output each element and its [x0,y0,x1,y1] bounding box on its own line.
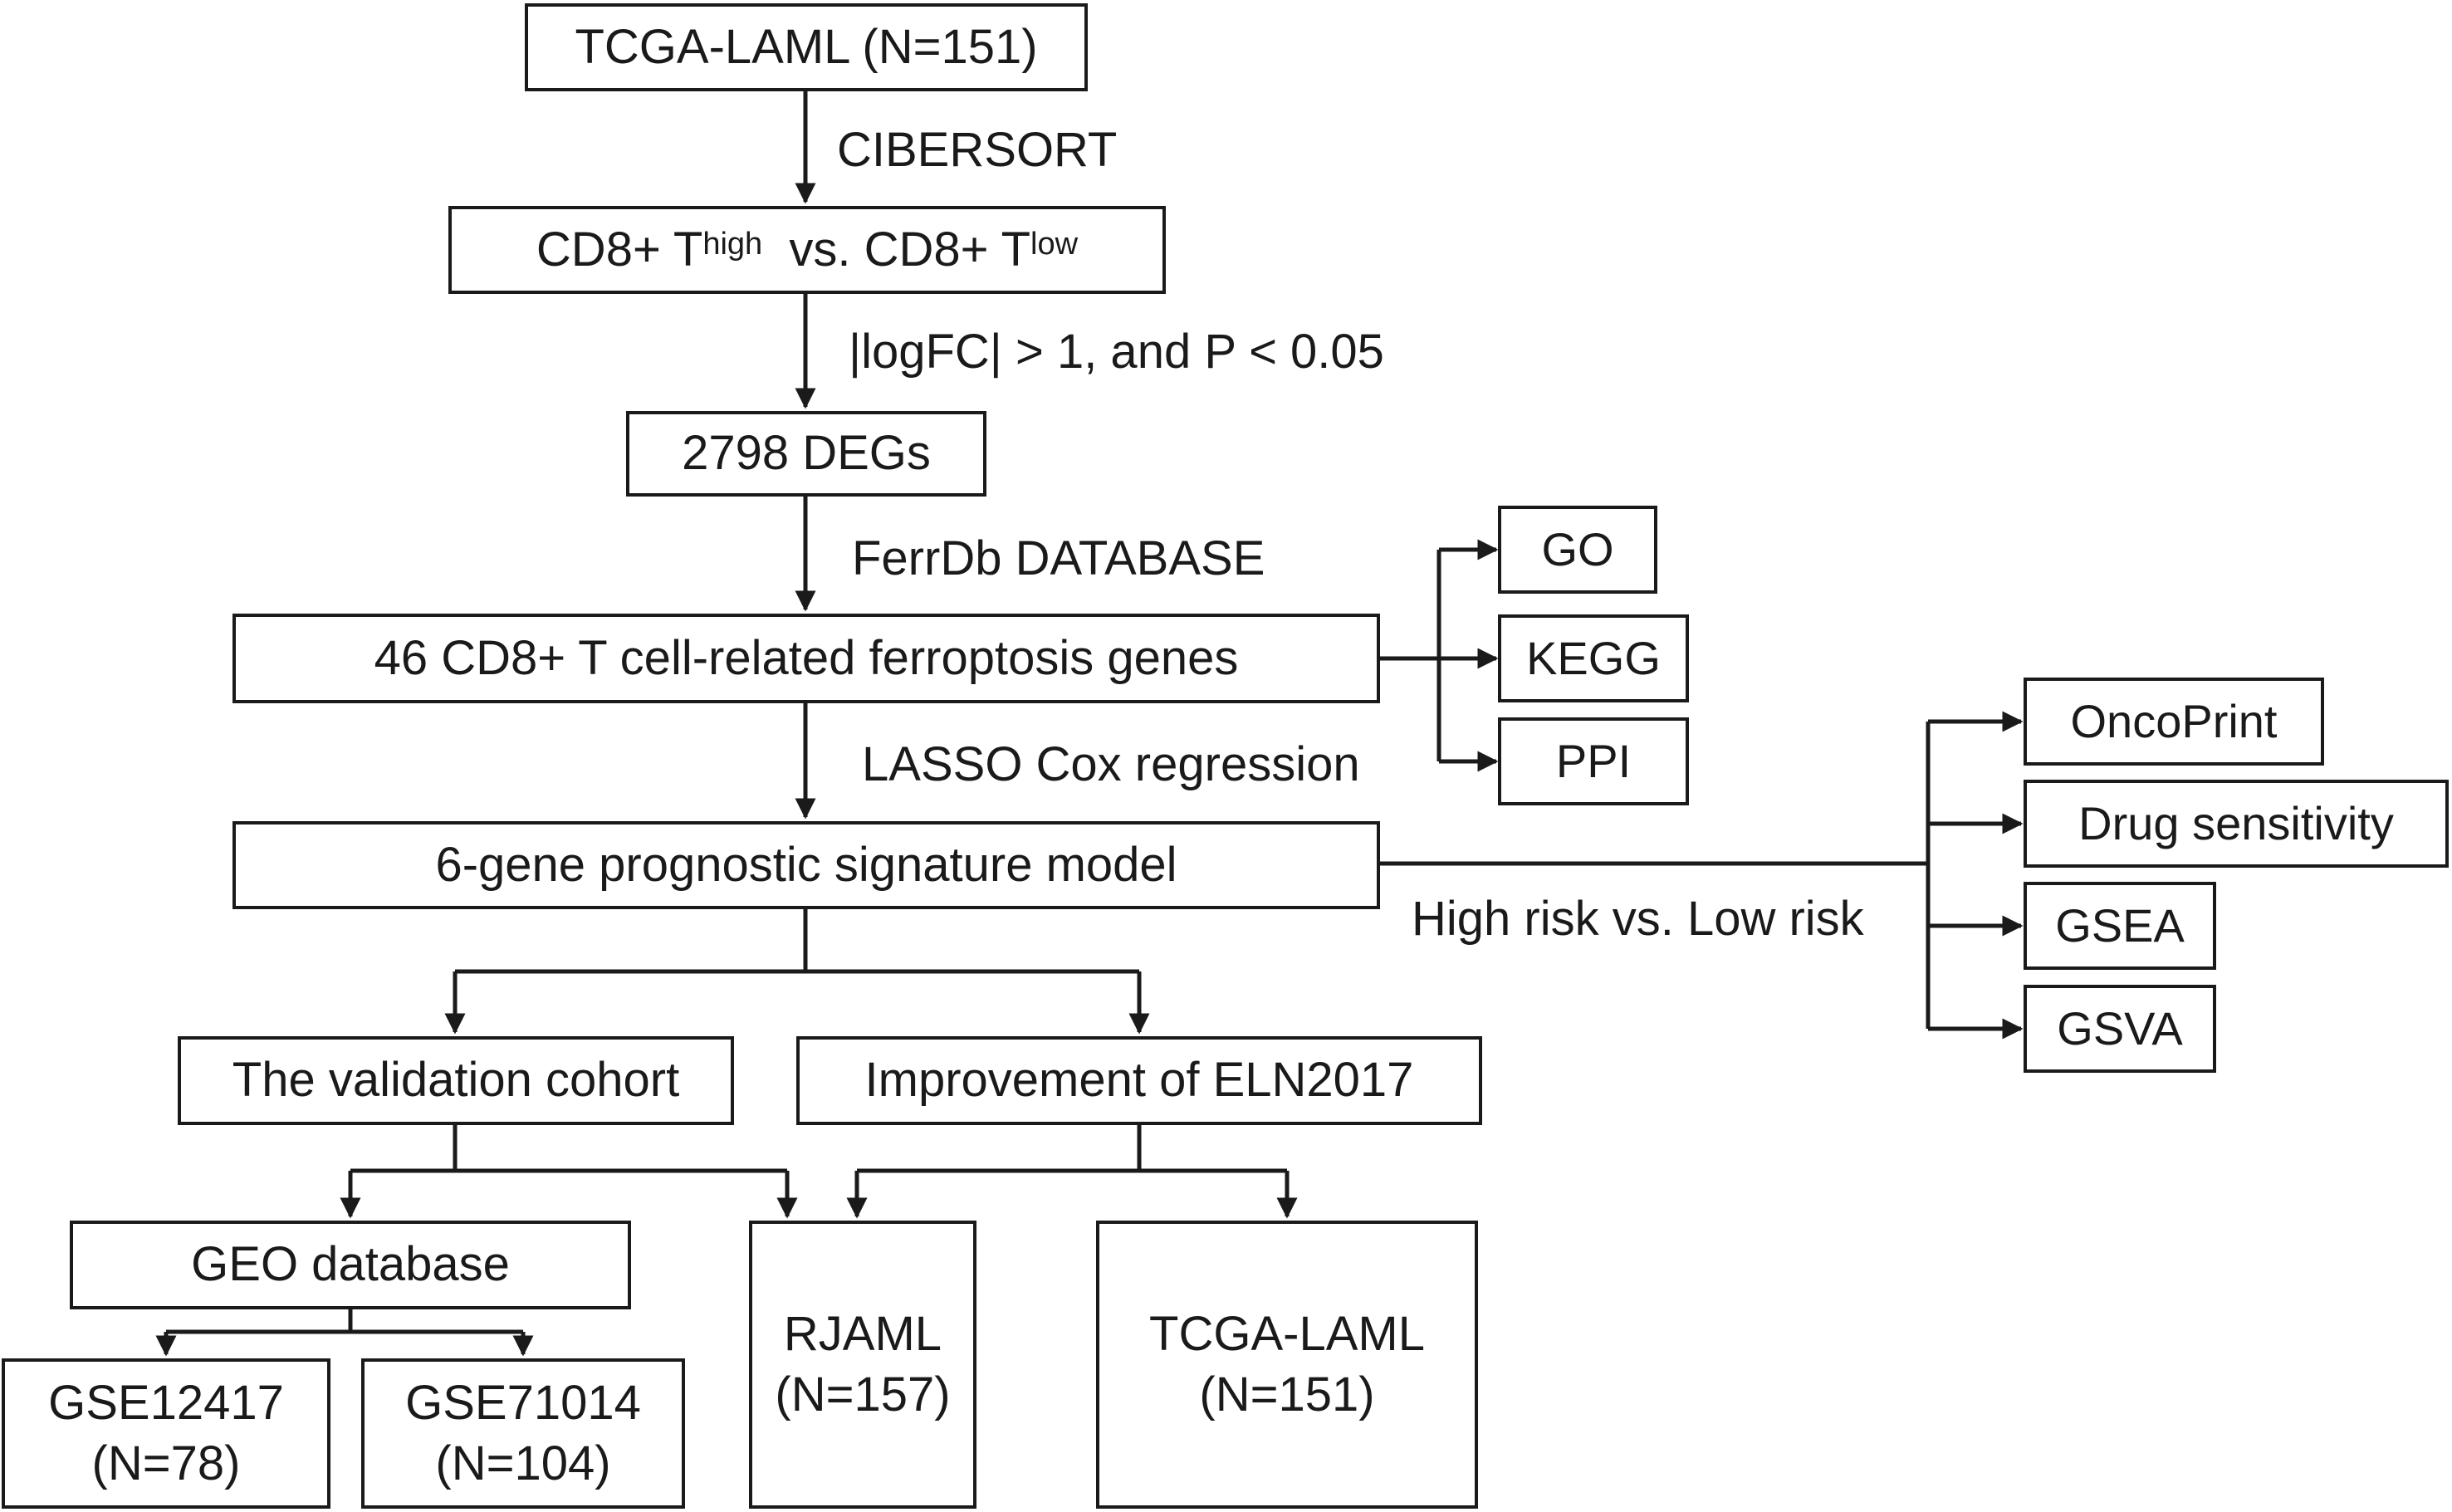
drug-sensitivity-box: Drug sensitivity [2024,780,2449,868]
geo-database-label: GEO database [191,1237,510,1292]
oncoprint-box: OncoPrint [2024,678,2324,766]
tcga-laml-source-box: TCGA-LAML (N=151) [525,3,1088,91]
degs-label: 2798 DEGs [682,426,931,481]
degs-box: 2798 DEGs [626,411,986,497]
cd8-comparison-label: CD8+ Thigh vs. CD8+ Tlow [536,222,1079,276]
rjaml-count: (N=157) [775,1367,951,1421]
prognostic-model-box: 6-gene prognostic signature model [232,821,1380,909]
gse12417-box: GSE12417 (N=78) [2,1358,330,1509]
gsva-box: GSVA [2024,985,2216,1073]
go-label: GO [1541,523,1614,575]
ppi-box: PPI [1498,717,1689,805]
gsea-label: GSEA [2055,899,2185,952]
ferrdb-database-label: FerrDb DATABASE [852,531,1265,585]
tcga-laml-validation-count: (N=151) [1199,1367,1375,1421]
eln2017-box: Improvement of ELN2017 [796,1036,1482,1125]
kegg-box: KEGG [1498,614,1689,702]
drug-sensitivity-label: Drug sensitivity [2078,797,2394,849]
prognostic-model-label: 6-gene prognostic signature model [435,837,1177,892]
gse12417-name: GSE12417 [48,1376,284,1430]
logfc-threshold-label: |logFC| > 1, and P < 0.05 [849,325,1384,379]
cibersort-label: CIBERSORT [837,123,1118,177]
gse12417-count: (N=78) [91,1436,241,1490]
gse71014-name: GSE71014 [405,1376,641,1430]
validation-cohort-box: The validation cohort [178,1036,734,1125]
validation-cohort-label: The validation cohort [232,1053,680,1108]
rjaml-name: RJAML [783,1307,942,1361]
geo-database-box: GEO database [70,1221,631,1309]
kegg-label: KEGG [1526,632,1661,684]
gse71014-box: GSE71014 (N=104) [361,1358,685,1509]
go-box: GO [1498,506,1657,594]
ferroptosis-genes-box: 46 CD8+ T cell-related ferroptosis genes [232,614,1380,703]
gsea-box: GSEA [2024,882,2216,970]
rjaml-box: RJAML (N=157) [749,1221,976,1509]
oncoprint-label: OncoPrint [2070,695,2278,747]
ferroptosis-genes-label: 46 CD8+ T cell-related ferroptosis genes [374,630,1239,685]
eln2017-label: Improvement of ELN2017 [864,1053,1414,1108]
lasso-cox-label: LASSO Cox regression [862,737,1360,791]
tcga-laml-validation-name: TCGA-LAML [1149,1307,1425,1361]
cd8-comparison-box: CD8+ Thigh vs. CD8+ Tlow [448,206,1166,294]
ppi-label: PPI [1555,735,1632,787]
tcga-laml-validation-box: TCGA-LAML (N=151) [1096,1221,1478,1509]
gse71014-count: (N=104) [435,1436,611,1490]
gsva-label: GSVA [2057,1002,2183,1054]
risk-comparison-label: High risk vs. Low risk [1412,892,1864,946]
tcga-laml-source-label: TCGA-LAML (N=151) [575,19,1038,74]
